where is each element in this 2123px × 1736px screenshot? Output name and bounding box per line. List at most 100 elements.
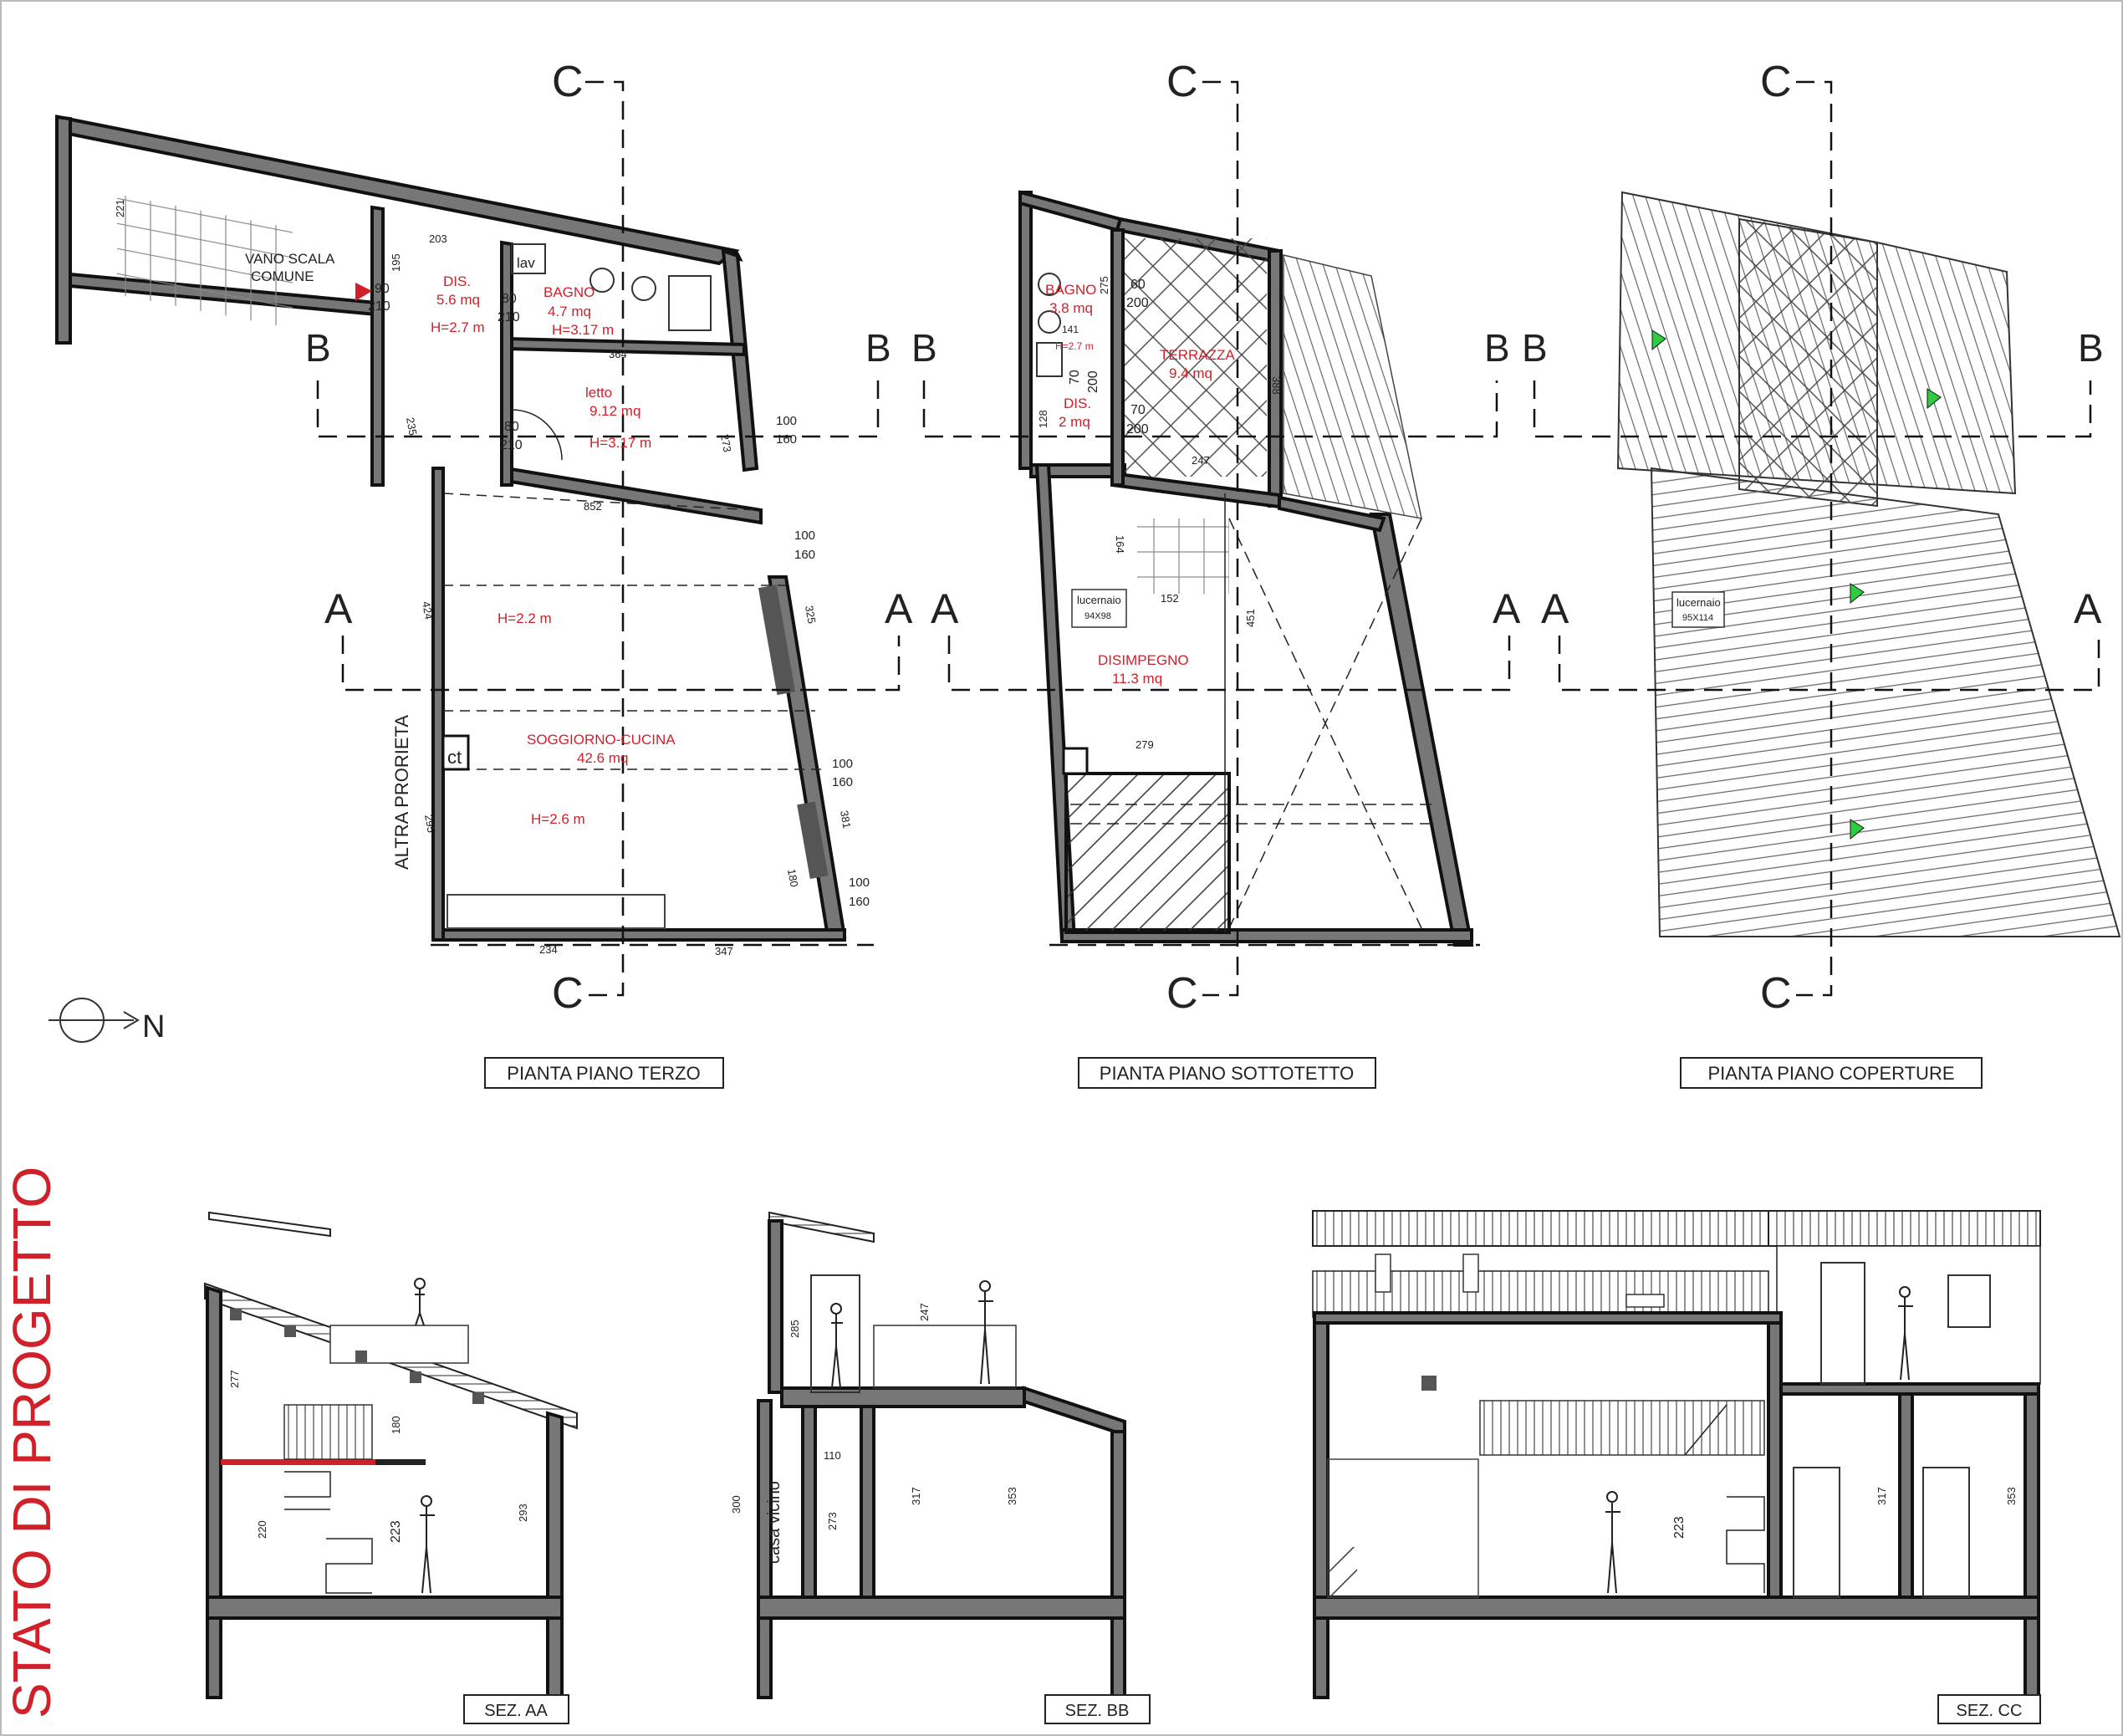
north-arrow: N bbox=[48, 998, 165, 1044]
sott-disimpegno-name: DISIMPEGNO bbox=[1098, 652, 1189, 668]
cc-chimney-2 bbox=[1462, 1253, 1479, 1293]
bb-casa-vicino: casa vicino bbox=[765, 1481, 783, 1564]
terzo-c-top: C bbox=[552, 58, 584, 106]
sott-terrace-bottom bbox=[1110, 471, 1281, 509]
plan-titles: PIANTA PIANO TERZO PIANTA PIANO SOTTOTET… bbox=[484, 1057, 1983, 1089]
terzo-bagno-h: H=3.17 m bbox=[552, 322, 614, 338]
section-aa: 277 180 220 223 293 bbox=[204, 1211, 578, 1699]
terzo-a-right: A bbox=[885, 585, 913, 632]
terzo-soggiorno-h: H=2.6 m bbox=[531, 811, 585, 827]
terzo-dim-234: 234 bbox=[539, 943, 558, 956]
sott-bagno-name: BAGNO bbox=[1045, 282, 1096, 298]
terzo-bidet bbox=[631, 276, 656, 301]
sott-dim-70b: 70 bbox=[1130, 403, 1146, 417]
cop-arrow-3 bbox=[1850, 583, 1865, 605]
aa-floor bbox=[206, 1596, 564, 1620]
bb-left-wall bbox=[768, 1219, 783, 1394]
sott-a-left: A bbox=[931, 585, 959, 632]
terzo-letto-h: H=3.17 m bbox=[589, 435, 651, 451]
aa-right-wall bbox=[546, 1411, 564, 1599]
aa-dim-180: 180 bbox=[390, 1416, 402, 1434]
title-cc: SEZ. CC bbox=[1957, 1702, 2023, 1720]
terzo-altra-proprieta: ALTRA PRORIETA bbox=[391, 715, 412, 870]
aa-floor-slab bbox=[206, 1616, 222, 1699]
terzo-dis-wall bbox=[370, 205, 385, 487]
terzo-kitchen-counter bbox=[447, 894, 666, 929]
sott-dim-70c: 70 bbox=[1068, 370, 1082, 385]
terzo-comune: COMUNE bbox=[251, 268, 314, 284]
cc-kitchen-hatch bbox=[1328, 1547, 1357, 1597]
title-box-aa bbox=[463, 1694, 569, 1724]
cop-a-right: A bbox=[2074, 585, 2102, 632]
terzo-door-80a: 80 bbox=[502, 292, 517, 306]
terzo-win-100b: 100 bbox=[794, 528, 815, 543]
sott-right-wall bbox=[1369, 513, 1474, 947]
sott-slope-wall bbox=[1278, 495, 1386, 533]
sott-section-c-line bbox=[1202, 80, 1239, 997]
terzo-dis-h: H=2.7 m bbox=[431, 319, 485, 335]
terzo-dashed-line bbox=[442, 493, 758, 511]
cc-roof-left bbox=[1312, 1210, 1769, 1247]
aa-left-wall bbox=[206, 1285, 222, 1599]
cc-mezz-railing bbox=[1479, 1400, 1765, 1456]
cc-stairs bbox=[1684, 1404, 1765, 1593]
sott-disimpegno-area: 11.3 mq bbox=[1112, 671, 1162, 687]
bb-dim-300: 300 bbox=[730, 1495, 743, 1514]
title-aa: SEZ. AA bbox=[484, 1702, 548, 1720]
sott-c-top: C bbox=[1166, 58, 1198, 106]
bb-dim-317: 317 bbox=[910, 1487, 922, 1505]
terzo-dim-424: 424 bbox=[420, 600, 436, 620]
bb-mid-wall bbox=[801, 1405, 817, 1599]
sott-inner-wall-v bbox=[1110, 228, 1125, 487]
aa-railing bbox=[283, 1404, 373, 1460]
terzo-door-80b: 80 bbox=[504, 420, 519, 434]
bb-person-door bbox=[830, 1303, 843, 1389]
sott-terrazza-name: TERRAZZA bbox=[1160, 347, 1235, 363]
terzo-section-c-line bbox=[585, 80, 625, 997]
sott-dim-275: 275 bbox=[1098, 276, 1110, 294]
bb-roof bbox=[768, 1211, 875, 1243]
bb-door-frame bbox=[810, 1274, 860, 1393]
terzo-dis-name: DIS. bbox=[443, 273, 471, 289]
terzo-lav-box bbox=[511, 243, 546, 274]
cop-terrace bbox=[1738, 217, 1878, 508]
sott-dim-128: 128 bbox=[1037, 410, 1049, 428]
sott-stair bbox=[1137, 518, 1229, 594]
aa-person-upper bbox=[414, 1278, 426, 1326]
cc-found-r bbox=[2023, 1616, 2040, 1699]
aa-upper-roof bbox=[208, 1211, 331, 1238]
cc-found-l bbox=[1313, 1616, 1329, 1699]
sott-b-right: B bbox=[1484, 326, 1510, 370]
terzo-dim-325: 325 bbox=[803, 605, 819, 625]
aa-mezzanine bbox=[375, 1459, 426, 1465]
terzo-shower bbox=[668, 275, 712, 331]
bb-dim-273: 273 bbox=[826, 1512, 839, 1530]
north-label: N bbox=[142, 1009, 165, 1044]
title-box-coperture bbox=[1680, 1057, 1983, 1089]
sott-wc bbox=[1038, 273, 1061, 296]
sott-corner-col bbox=[1062, 747, 1089, 775]
title-box-bb bbox=[1044, 1694, 1151, 1724]
cc-door-lower-2 bbox=[1922, 1467, 1970, 1598]
bb-mid-wall2 bbox=[860, 1405, 875, 1599]
sott-terrazza-area: 9.4 mq bbox=[1169, 365, 1212, 381]
terzo-door-90: 90 bbox=[375, 282, 390, 296]
terzo-dim-273: 273 bbox=[718, 433, 734, 453]
terzo-door-210: 210 bbox=[368, 299, 390, 314]
title-box-terzo bbox=[484, 1057, 724, 1089]
terzo-left-wall-a bbox=[55, 115, 72, 345]
sott-a-right: A bbox=[1493, 585, 1521, 632]
bb-found-r bbox=[1110, 1616, 1126, 1699]
aa-dim-220: 220 bbox=[256, 1520, 268, 1539]
section-cc: 223 317 353 bbox=[1312, 1210, 2041, 1699]
sheet-title: STATO DI PROGETTO bbox=[2, 1167, 62, 1718]
terzo-win-160d: 160 bbox=[849, 895, 870, 909]
bb-terrace-floor bbox=[780, 1386, 1026, 1408]
sott-dis-area: 2 mq bbox=[1059, 414, 1090, 430]
sott-dim-200a: 200 bbox=[1126, 296, 1149, 310]
terzo-b-right: B bbox=[865, 326, 891, 370]
terzo-win-100c: 100 bbox=[832, 757, 853, 771]
aa-person-lower bbox=[420, 1495, 435, 1594]
terzo-win-100d: 100 bbox=[849, 876, 870, 890]
sott-dis-name: DIS. bbox=[1064, 396, 1091, 411]
